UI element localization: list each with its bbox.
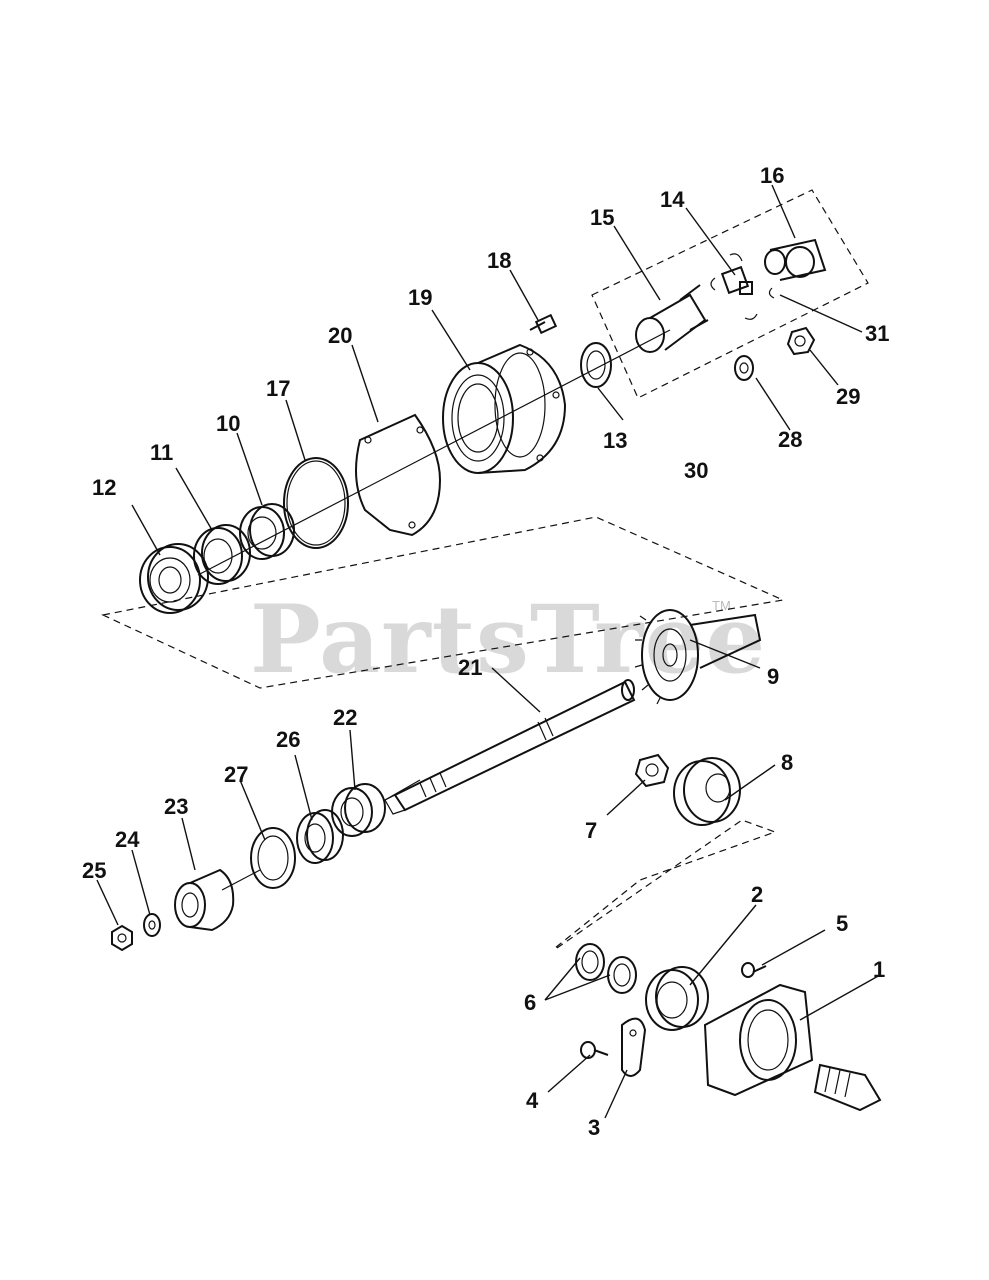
label-24: 24 bbox=[115, 827, 140, 852]
label-12: 12 bbox=[92, 475, 116, 500]
part-15-yoke bbox=[635, 284, 709, 353]
callout-labels: 1 2 3 4 5 6 7 8 9 10 11 12 13 14 15 16 1… bbox=[82, 163, 889, 1140]
label-20: 20 bbox=[328, 323, 352, 348]
label-31: 31 bbox=[865, 321, 889, 346]
part-11-race bbox=[193, 524, 251, 585]
part-19-housing bbox=[442, 343, 567, 474]
part-27-washer bbox=[250, 827, 296, 889]
label-7: 7 bbox=[585, 818, 597, 843]
part-29-nut bbox=[786, 326, 816, 356]
label-25: 25 bbox=[82, 858, 106, 883]
part-20-gasket bbox=[355, 413, 442, 537]
part-12-bearing bbox=[139, 543, 209, 614]
part-21-shaft bbox=[384, 679, 636, 815]
part-25-nut bbox=[111, 924, 133, 952]
label-15: 15 bbox=[590, 205, 614, 230]
group-outline-universal-joint bbox=[591, 189, 869, 399]
group-outline-lower bbox=[554, 819, 777, 949]
label-28: 28 bbox=[778, 427, 802, 452]
label-22: 22 bbox=[333, 705, 357, 730]
label-4: 4 bbox=[526, 1088, 539, 1113]
watermark-trademark: TM bbox=[712, 598, 731, 613]
label-13: 13 bbox=[603, 428, 627, 453]
label-18: 18 bbox=[487, 248, 511, 273]
part-7-nut bbox=[634, 753, 670, 788]
label-27: 27 bbox=[224, 762, 248, 787]
part-18-screw bbox=[529, 313, 558, 335]
label-5: 5 bbox=[836, 911, 848, 936]
label-21: 21 bbox=[458, 655, 482, 680]
label-23: 23 bbox=[164, 794, 188, 819]
part-8-gear bbox=[673, 757, 741, 826]
part-14-cross bbox=[710, 253, 758, 320]
part-13-washer bbox=[580, 342, 612, 388]
part-24-washer bbox=[143, 913, 161, 937]
group-outline-bearing-set bbox=[101, 516, 786, 689]
part-1-gear-case bbox=[703, 983, 882, 1112]
label-17: 17 bbox=[266, 376, 290, 401]
label-8: 8 bbox=[781, 750, 793, 775]
label-10: 10 bbox=[216, 411, 240, 436]
label-11: 11 bbox=[150, 440, 173, 465]
part-16-yoke bbox=[764, 238, 827, 281]
leader-lines bbox=[96, 184, 881, 1119]
part-2-bearing bbox=[645, 966, 709, 1031]
label-16: 16 bbox=[760, 163, 784, 188]
part-17-o-ring bbox=[283, 457, 349, 549]
label-1: 1 bbox=[873, 957, 885, 982]
part-26-race bbox=[296, 809, 344, 864]
part-31-clip bbox=[768, 287, 775, 299]
label-14: 14 bbox=[660, 187, 685, 212]
label-29: 29 bbox=[836, 384, 860, 409]
part-28-washer bbox=[734, 355, 754, 381]
label-9: 9 bbox=[767, 664, 779, 689]
part-6-washers bbox=[575, 943, 637, 994]
part-9-bevel-gear bbox=[634, 609, 762, 705]
part-10-bearing bbox=[239, 503, 295, 560]
part-3-bracket bbox=[621, 1017, 647, 1077]
part-22-bearing bbox=[331, 783, 386, 837]
label-19: 19 bbox=[408, 285, 432, 310]
label-30: 30 bbox=[684, 458, 708, 483]
label-6: 6 bbox=[524, 990, 536, 1015]
part-5-bolt bbox=[741, 962, 767, 978]
label-3: 3 bbox=[588, 1115, 600, 1140]
label-26: 26 bbox=[276, 727, 300, 752]
label-2: 2 bbox=[751, 882, 763, 907]
part-23-coupler bbox=[174, 868, 235, 932]
part-4-bolt bbox=[580, 1041, 609, 1059]
